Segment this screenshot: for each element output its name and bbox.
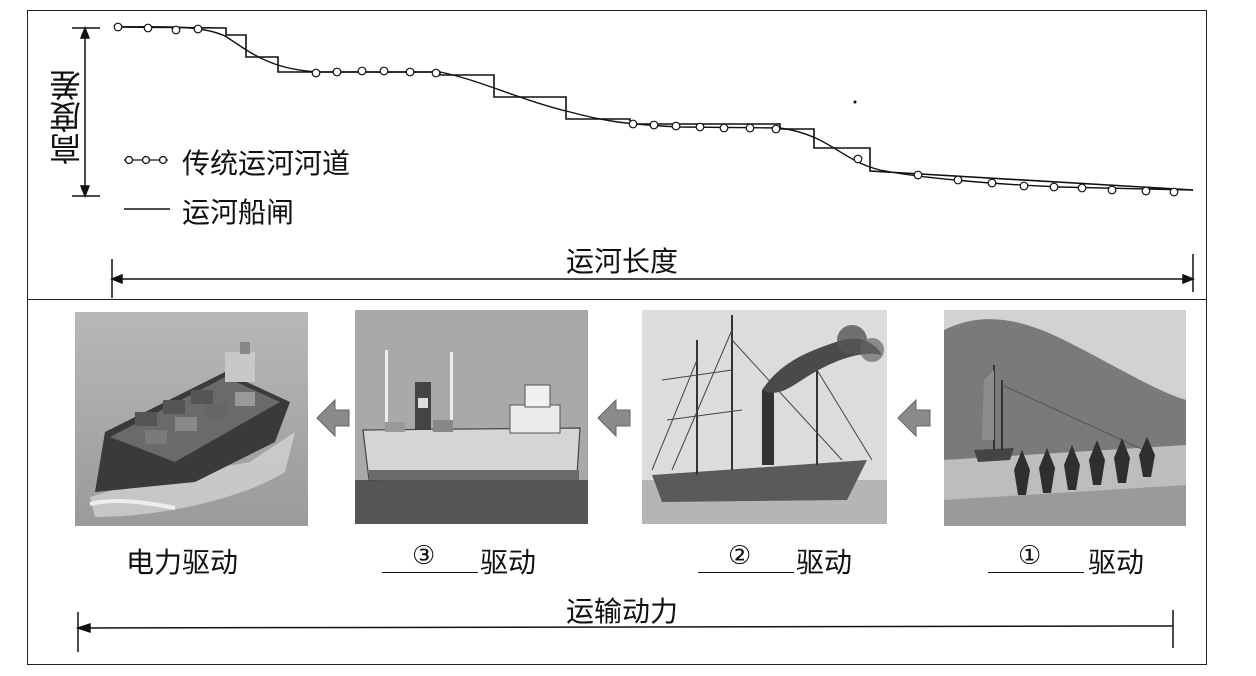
canal-lock-line (117, 26, 1194, 191)
legend-symbol-traditional (124, 155, 168, 165)
legend-label-lock: 运河船闸 (182, 196, 295, 229)
panel-divider (27, 299, 1207, 300)
blank-line-3 (382, 572, 478, 573)
legend-label-traditional: 传统运河河道 (182, 147, 351, 180)
traditional-canal-markers (113, 22, 1179, 197)
transport-power-label: 运输动力 (566, 595, 679, 628)
container-ship-photo (75, 312, 308, 526)
blank-number-3: ③ (412, 541, 436, 571)
caption-stage-1: 驱动 (1088, 546, 1145, 579)
blank-line-1 (988, 572, 1084, 573)
stray-dot (853, 100, 857, 104)
transport-power-arrow (75, 610, 1174, 652)
y-axis-label: 高度差 (48, 69, 86, 165)
left-arrow-3 (897, 398, 931, 438)
steam-sailing-ship-drawing (642, 310, 887, 524)
canal-profile-diagram (72, 22, 1196, 298)
blank-line-2 (698, 572, 794, 573)
x-axis-label: 运河长度 (566, 245, 679, 278)
boat-towed-by-people-drawing (944, 310, 1186, 526)
traditional-canal-line (117, 25, 1194, 191)
caption-stage-3: 驱动 (480, 546, 537, 579)
left-arrow-1 (316, 398, 350, 438)
caption-electric: 电力驱动 (126, 546, 239, 579)
y-axis-arrow (72, 25, 100, 199)
figure-frame (27, 10, 1207, 665)
caption-stage-2: 驱动 (796, 546, 853, 579)
x-axis-arrow (109, 254, 1196, 298)
modern-cargo-ship-drawing (355, 310, 588, 524)
blank-number-2: ② (728, 541, 752, 571)
blank-number-1: ① (1018, 541, 1042, 571)
left-arrow-2 (597, 398, 631, 438)
